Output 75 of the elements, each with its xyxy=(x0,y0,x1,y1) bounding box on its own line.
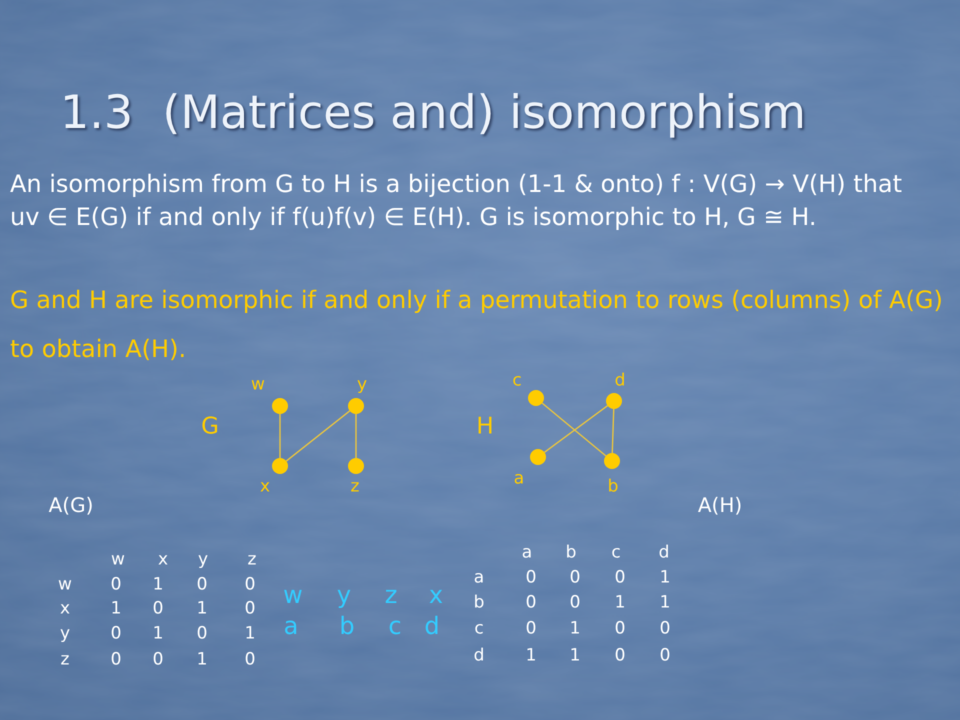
matrix-entry: 0 xyxy=(196,624,208,644)
matrix-entry: 0 xyxy=(110,650,122,670)
slide-title: 1.3 (Matrices and) isomorphism xyxy=(60,86,806,139)
vertex-label: w xyxy=(251,376,265,394)
matrix-entry: 0 xyxy=(152,600,164,618)
matrix-title: A(H) xyxy=(698,494,742,516)
matrix-entry: 1 xyxy=(244,624,256,644)
graph-edge xyxy=(612,408,614,454)
matrix-entry: 0 xyxy=(244,600,256,618)
matrix-title: A(G) xyxy=(48,494,94,516)
column-header: b xyxy=(566,544,576,562)
row-header: b xyxy=(474,594,484,612)
matrix-entry: 0 xyxy=(614,620,626,638)
column-header: a xyxy=(522,544,532,562)
matrix-entry: 1 xyxy=(570,646,580,666)
graph-name: H xyxy=(476,414,494,440)
mapping-letter: x xyxy=(428,582,444,608)
column-header: d xyxy=(658,544,670,562)
matrix-entry: 1 xyxy=(196,650,208,670)
matrix-entry: 0 xyxy=(570,568,580,588)
matrix-entry: 1 xyxy=(152,576,164,594)
mapping-letter: a xyxy=(284,612,298,640)
theorem-text: G and H are isomorphic if and only if a permutation to rows (columns) of A(G) to obtain A(H). xyxy=(10,285,944,365)
vertex-label: x xyxy=(260,478,270,496)
row-header: a xyxy=(474,568,484,588)
column-header: w xyxy=(111,550,125,570)
mapping-letter: b xyxy=(339,612,355,640)
vertex-label: c xyxy=(512,372,522,390)
matrix-entry: 0 xyxy=(110,624,122,644)
graph-name: G xyxy=(201,414,219,440)
matrix-entry: 0 xyxy=(526,594,536,612)
mapping-letter: w xyxy=(283,582,303,608)
matrix-entry: 0 xyxy=(244,650,256,670)
matrix-entry: 1 xyxy=(660,594,670,612)
matrix-entry: 0 xyxy=(244,576,256,594)
matrix-entry: 0 xyxy=(526,568,536,588)
mapping-letter: y xyxy=(336,582,352,608)
column-header: c xyxy=(611,544,621,562)
matrix-entry: 1 xyxy=(660,568,670,588)
matrix-entry: 1 xyxy=(152,624,164,644)
matrix-entry: 0 xyxy=(152,650,164,670)
matrix-entry: 0 xyxy=(110,576,122,594)
vertex-label: b xyxy=(608,478,618,496)
matrix-entry: 0 xyxy=(526,620,536,638)
matrix-entry: 0 xyxy=(660,620,670,638)
row-header: x xyxy=(60,600,70,618)
matrix-entry: 0 xyxy=(570,594,580,612)
row-header: y xyxy=(60,624,70,644)
matrix-entry: 0 xyxy=(660,646,670,666)
row-header: c xyxy=(474,620,484,638)
column-header: y xyxy=(198,550,208,570)
vertex-label: z xyxy=(350,478,360,496)
vertex-label: a xyxy=(514,470,524,488)
matrix-entry: 1 xyxy=(614,594,626,612)
mapping-letter: d xyxy=(424,612,440,640)
matrix-entry: 1 xyxy=(526,646,536,666)
row-header: w xyxy=(58,576,72,594)
vertex-label: y xyxy=(356,376,368,394)
graph-edge xyxy=(279,414,281,458)
graph-edge xyxy=(286,410,350,462)
matrix-entry: 0 xyxy=(614,646,626,666)
matrix-entry: 1 xyxy=(110,600,122,618)
matrix-entry: 0 xyxy=(196,576,208,594)
column-header: x xyxy=(158,550,168,570)
graph-edge xyxy=(355,414,357,458)
matrix-entry: 0 xyxy=(614,568,626,588)
matrix-entry: 1 xyxy=(570,620,580,638)
column-header: z xyxy=(248,550,256,570)
definition-text: An isomorphism from G to H is a bijection (1-1 & onto) f : V(G) → V(H) that uv ∈ E(G) if and only if f(u)f(v) ∈ E(H). G is isomorphic to H, G ≅ H. xyxy=(10,169,904,233)
mapping-letter: z xyxy=(384,582,398,608)
row-header: z xyxy=(60,650,70,670)
matrix-entry: 1 xyxy=(196,600,208,618)
row-header: d xyxy=(474,646,484,666)
vertex-label: d xyxy=(614,372,626,390)
mapping-letter: c xyxy=(388,612,402,640)
